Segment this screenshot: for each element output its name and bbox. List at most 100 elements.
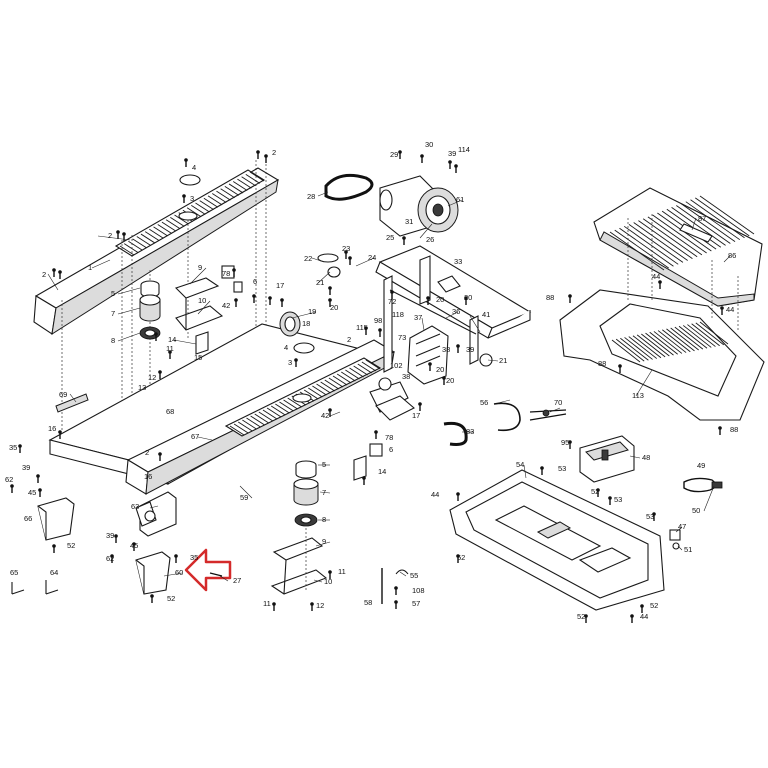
callout-66: 66 xyxy=(24,514,32,523)
callout-6: 6 xyxy=(253,277,257,286)
leader-line xyxy=(97,235,131,241)
screw-head xyxy=(658,280,662,284)
callout-9: 9 xyxy=(322,537,326,546)
screw-head xyxy=(456,344,460,348)
callout-53: 53 xyxy=(614,495,622,504)
callout-39: 39 xyxy=(22,463,30,472)
hood-rib xyxy=(638,220,693,259)
callout-17: 17 xyxy=(412,411,420,420)
leader-line xyxy=(117,332,141,342)
cable-tie-55 xyxy=(395,569,409,575)
callout-14: 14 xyxy=(168,335,176,344)
rail-rib xyxy=(287,397,302,408)
callout-36: 36 xyxy=(452,307,460,316)
rail-rib xyxy=(149,228,164,239)
rail-rib xyxy=(336,373,352,384)
screw-head xyxy=(348,256,352,260)
callout-61: 61 xyxy=(456,195,464,204)
callout-53: 53 xyxy=(558,464,566,473)
callout-1: 1 xyxy=(88,263,92,272)
screw-head xyxy=(158,452,162,456)
leader-line xyxy=(635,369,653,397)
rail-rib xyxy=(308,387,323,398)
rail-rib xyxy=(345,369,360,380)
callout-42: 42 xyxy=(222,301,230,310)
callout-11: 11 xyxy=(166,344,174,353)
part-callouts: 2 4 3 2 2 1 9 78 6 5 7 8 10 42 14 11 15 … xyxy=(5,140,738,621)
rail-rib xyxy=(332,375,348,386)
hood-rib xyxy=(671,207,726,246)
callout-114: 114 xyxy=(458,145,470,154)
leader-line xyxy=(487,359,499,362)
screw-head xyxy=(618,364,622,368)
rail-rib xyxy=(157,224,172,234)
callout-20: 20 xyxy=(436,365,444,374)
lower-shock-stack xyxy=(293,460,319,527)
rail-rib xyxy=(136,236,152,246)
wire-harness-70 xyxy=(529,409,567,421)
callout-52: 52 xyxy=(591,487,599,496)
callout-63: 63 xyxy=(131,502,139,511)
leader-line xyxy=(117,287,141,295)
rail-rib xyxy=(328,377,344,388)
callout-8: 8 xyxy=(322,515,326,524)
hood-rib xyxy=(666,328,695,352)
hood-rib xyxy=(615,338,645,362)
hood-rib xyxy=(647,216,703,256)
leader-line xyxy=(703,485,715,512)
screw-head xyxy=(52,544,56,548)
screw-head xyxy=(280,298,284,302)
leader-line xyxy=(549,407,561,413)
rail-rib xyxy=(262,409,278,420)
hood-rib xyxy=(670,327,699,351)
callout-2: 2 xyxy=(272,148,276,157)
leader-line xyxy=(469,315,481,333)
callout-118: 118 xyxy=(392,310,404,319)
rail-rib xyxy=(357,363,373,374)
rail-rib xyxy=(191,205,206,215)
callout-31: 31 xyxy=(405,217,413,226)
hood-rib xyxy=(662,329,691,353)
screw-head xyxy=(184,158,188,162)
callout-62: 62 xyxy=(106,554,114,563)
callout-44: 44 xyxy=(431,490,439,499)
screw-head xyxy=(418,402,422,406)
rail-rib xyxy=(228,183,244,194)
callout-69: 69 xyxy=(59,390,67,399)
leader-line xyxy=(291,311,317,319)
screw-head xyxy=(464,296,468,300)
incline-motor xyxy=(407,325,493,385)
callout-72: 72 xyxy=(388,297,396,306)
rail-rib xyxy=(140,233,156,244)
callout-10: 10 xyxy=(198,296,206,305)
wire-harness-56 xyxy=(493,402,521,432)
callout-88: 88 xyxy=(730,425,738,434)
rail-rib xyxy=(365,359,381,370)
callout-18: 18 xyxy=(302,319,310,328)
callout-17: 17 xyxy=(276,281,284,290)
screw-head xyxy=(114,534,118,538)
screw-head xyxy=(158,370,162,374)
callout-70: 70 xyxy=(554,398,562,407)
rail-rib xyxy=(349,367,364,378)
hood-rib xyxy=(678,325,708,349)
rail-rib xyxy=(119,245,135,256)
callout-39: 39 xyxy=(448,149,456,158)
rail-rib xyxy=(128,240,143,251)
screw-head xyxy=(378,328,382,332)
leader-line xyxy=(497,399,511,404)
rail-rib xyxy=(144,231,160,242)
drive-motor xyxy=(379,175,459,237)
screw-head xyxy=(310,602,314,606)
callout-8: 8 xyxy=(111,336,115,345)
rail-rib xyxy=(266,407,282,418)
callout-2: 2 xyxy=(145,448,149,457)
screw-head xyxy=(402,236,406,240)
callout-33: 33 xyxy=(454,257,462,266)
callout-86: 86 xyxy=(728,251,736,260)
screw-head xyxy=(720,306,724,310)
rail-rib xyxy=(195,202,210,213)
screw-head xyxy=(116,230,120,234)
incline-link-arm xyxy=(375,395,415,421)
